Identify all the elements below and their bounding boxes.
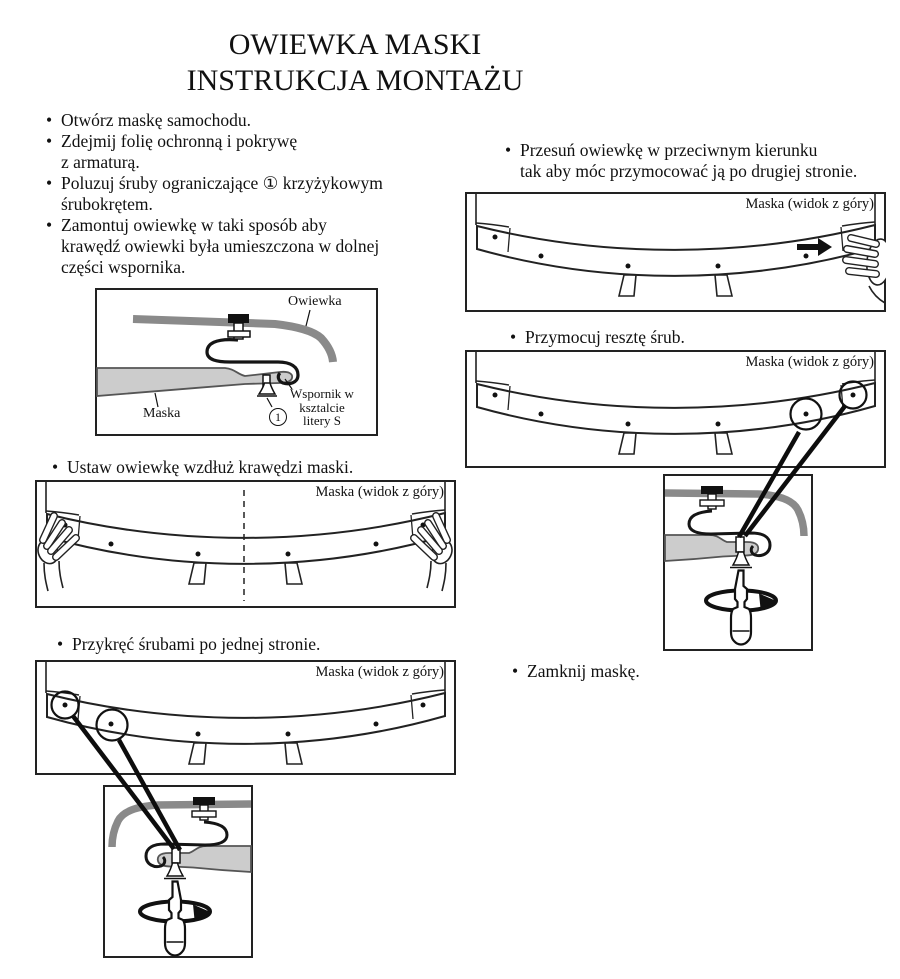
maska-pointer-line	[154, 392, 159, 408]
diagram-move-top-view: Maska (widok z góry)	[465, 192, 886, 312]
instruction-list-left: •Otwórz maskę samochodu. •Zdejmij folię …	[46, 110, 383, 277]
hood-top-view-label: Maska (widok z góry)	[745, 354, 874, 370]
owiewka-pointer-line	[305, 309, 311, 327]
owiewka-label: Owiewka	[288, 294, 342, 309]
hand-icon	[842, 234, 886, 304]
step-align: •Ustaw owiewkę wzdłuż krawędzi maski.	[52, 457, 354, 477]
rotation-arrow-icon	[759, 593, 778, 609]
align-top-view-drawing	[35, 480, 456, 608]
step-screw-one-side: •Przykręć śrubami po jednej stronie.	[57, 634, 321, 654]
bracket-pointer-line	[284, 378, 293, 390]
detail-screwing-left	[103, 785, 253, 958]
instruction-remove-film: Zdejmij folię ochronną i pokrywę	[61, 131, 298, 151]
zoom-circle	[838, 380, 868, 410]
callout-pointer-line	[266, 397, 273, 408]
diagram-fix-rest-top-view: Maska (widok z góry)	[465, 350, 886, 468]
detail-screwing-right	[663, 474, 813, 651]
hood-top-view-label: Maska (widok z góry)	[315, 484, 444, 500]
step-close: •Zamknij maskę.	[512, 661, 640, 681]
diagram-screw-one-side-top-view: Maska (widok z góry)	[35, 660, 456, 775]
screwing-detail-drawing	[103, 785, 253, 958]
instruction-mount-deflector: Zamontuj owiewkę w taki sposób aby	[61, 215, 327, 235]
diagram-align-top-view: Maska (widok z góry)	[35, 480, 456, 608]
s-bracket	[205, 338, 300, 386]
callout-1-badge: 1	[269, 408, 287, 426]
bracket-cross-section-drawing	[95, 288, 378, 436]
bracket-label: Wspornik w ksztalcie litery S	[290, 386, 354, 428]
title-line-1: OWIEWKA MASKI	[228, 28, 482, 61]
move-top-view-drawing	[465, 192, 886, 312]
clamp	[228, 314, 249, 323]
maska-label: Maska	[143, 406, 181, 421]
screwing-detail-drawing	[663, 474, 813, 651]
deflector-profile	[132, 315, 337, 363]
hood-top-view-label: Maska (widok z góry)	[745, 196, 874, 212]
zoom-circle	[50, 690, 80, 720]
hood-profile	[96, 367, 294, 397]
step-move: •Przesuń owiewkę w przeciwnym kierunku t…	[505, 140, 858, 181]
hood-top-view-label: Maska (widok z góry)	[315, 664, 444, 680]
instruction-loosen-screws: Poluzuj śruby ograniczające ① krzyżykowy…	[61, 173, 383, 193]
screw-pin-icon	[257, 374, 277, 397]
rotation-arrow-icon	[193, 904, 212, 920]
step-fix-rest: •Przymocuj resztę śrub.	[510, 327, 685, 347]
diagram-bracket-cross-section: Owiewka Maska Wspornik w ksztalcie liter…	[95, 288, 378, 436]
instruction-open-hood: Otwórz maskę samochodu.	[61, 110, 252, 130]
move-arrow-icon	[797, 238, 832, 256]
page-title: OWIEWKA MASKI INSTRUKCJA MONTAŻU	[0, 27, 710, 99]
title-line-2: INSTRUKCJA MONTAŻU	[186, 64, 524, 97]
